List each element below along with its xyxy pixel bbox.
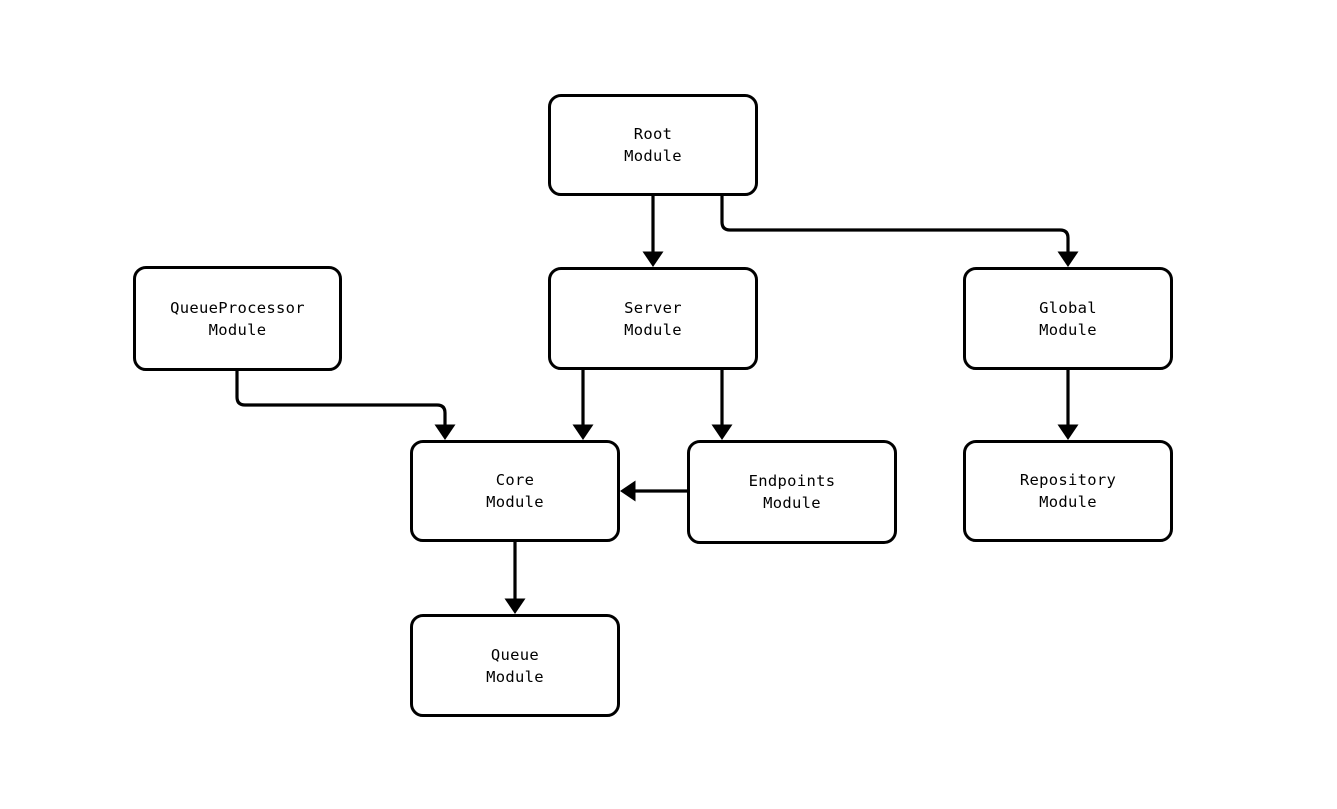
node-core-module[interactable]: Core Module [410, 440, 620, 542]
arrowhead-server-core [572, 424, 594, 440]
node-server-module[interactable]: Server Module [548, 267, 758, 370]
arrowhead-server-endpoints [711, 424, 733, 440]
node-queueprocessor-module[interactable]: QueueProcessor Module [133, 266, 342, 371]
node-server-module-label: Server Module [624, 298, 682, 339]
node-global-module[interactable]: Global Module [963, 267, 1173, 370]
node-root-module-label: Root Module [624, 125, 682, 165]
node-global-module-label: Global Module [1039, 298, 1097, 339]
node-repository-module-label: Repository Module [1019, 471, 1117, 511]
arrowhead-global-repository [1057, 424, 1079, 440]
node-repository-module[interactable]: Repository Module [963, 440, 1173, 542]
edge-root-global [720, 196, 1070, 252]
node-endpoints-module-label: Endpoints Module [748, 472, 836, 512]
node-queueprocessor-module-label: QueueProcessor Module [170, 298, 305, 339]
arrowhead-root-global [1057, 251, 1079, 267]
arrowhead-queueprocessor-core [434, 424, 456, 440]
node-queue-module-label: Queue Module [486, 645, 544, 686]
arrowhead-root-server [642, 251, 664, 267]
node-queue-module[interactable]: Queue Module [410, 614, 620, 717]
arrowhead-endpoints-core [620, 480, 636, 502]
node-root-module[interactable]: Root Module [548, 94, 758, 196]
arrowhead-core-queue [504, 598, 526, 614]
node-endpoints-module[interactable]: Endpoints Module [687, 440, 897, 544]
node-core-module-label: Core Module [486, 471, 544, 511]
edge-queueprocessor-core [235, 371, 447, 425]
